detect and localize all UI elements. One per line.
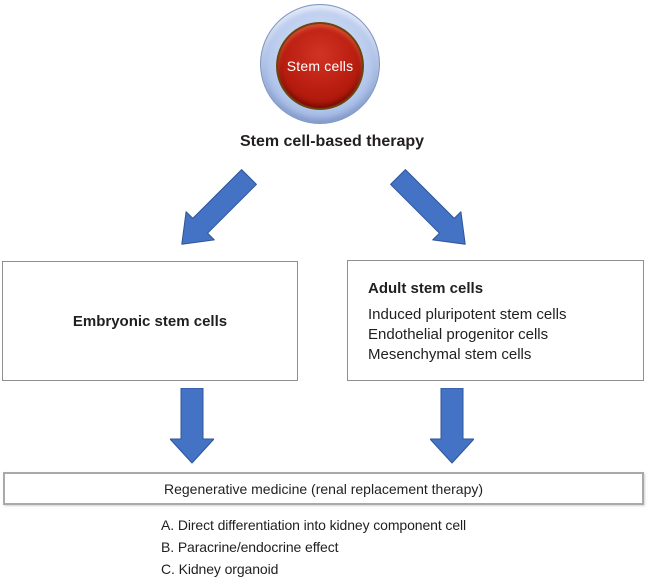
embryonic-box-title: Embryonic stem cells: [72, 312, 228, 330]
arrow-down-right-icon: [390, 169, 466, 245]
regenerative-medicine-title: Regenerative medicine (renal replacement…: [163, 480, 484, 497]
adult-stem-cell-list: Induced pluripotent stem cells Endotheli…: [368, 305, 635, 365]
list-item: Mesenchymal stem cells: [368, 346, 532, 363]
diagram-title: Stem cell-based therapy: [239, 133, 425, 150]
adult-stem-cells-box: Adult stem cells Induced pluripotent ste…: [347, 260, 644, 381]
stem-cells-badge-core: Stem cells: [276, 22, 364, 110]
stem-cells-badge-label: Stem cells: [286, 58, 354, 74]
arrow-down-left-shape: [181, 169, 257, 245]
arrow-down-left-column-icon: [170, 388, 214, 464]
arrow-down-left-icon: [181, 169, 257, 245]
list-item: Endothelial progenitor cells: [368, 326, 549, 343]
list-item: Induced pluripotent stem cells: [368, 306, 567, 323]
mechanism-item-a: A. Direct differentiation into kidney co…: [161, 517, 467, 533]
mechanism-item-c: C. Kidney organoid: [161, 561, 279, 577]
adult-box-title: Adult stem cells: [368, 280, 484, 297]
mechanism-item-b: B. Paracrine/endocrine effect: [161, 539, 339, 555]
arrow-down-shape: [430, 388, 474, 464]
mechanism-list: A. Direct differentiation into kidney co…: [161, 514, 466, 580]
embryonic-stem-cells-box: Embryonic stem cells: [2, 261, 298, 381]
arrow-down-right-shape: [390, 169, 466, 245]
regenerative-medicine-box: Regenerative medicine (renal replacement…: [3, 472, 644, 505]
stem-cells-badge-ring: Stem cells: [260, 4, 380, 124]
arrow-down-shape: [170, 388, 214, 464]
arrow-down-right-column-icon: [430, 388, 474, 464]
